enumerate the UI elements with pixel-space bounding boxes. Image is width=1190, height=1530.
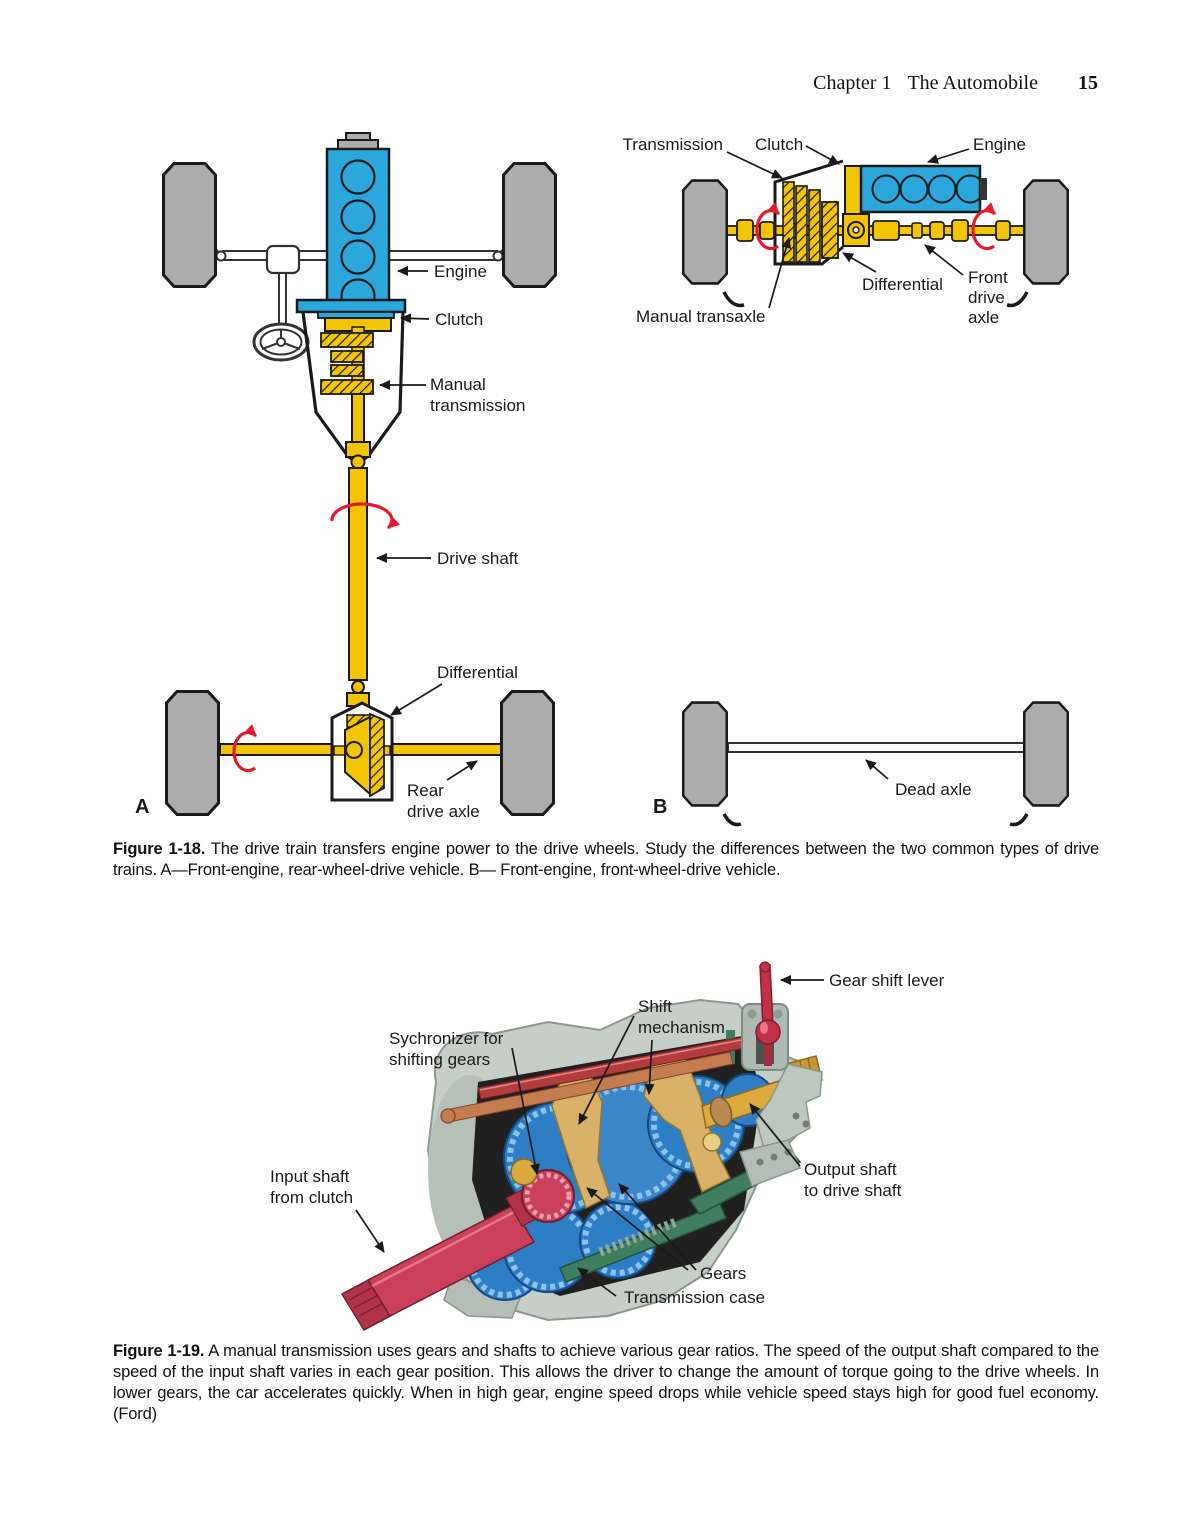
- label-clutch-a: Clutch: [435, 310, 483, 329]
- figure-1-18-drive-train-diagram: Engine Clutch Manual transmission Drive …: [135, 132, 1069, 827]
- steering-arm-right: [1006, 291, 1029, 308]
- label-differential-a: Differential: [437, 663, 518, 682]
- input-shaft: [340, 1158, 575, 1331]
- shift-rails: [440, 1033, 762, 1124]
- input-gear: [521, 1169, 575, 1223]
- label-shift-mechanism-1: Shift: [638, 997, 672, 1016]
- steering-wheel: [252, 322, 310, 362]
- rear-axle-left: [219, 743, 333, 756]
- label-dead-axle: Dead axle: [895, 780, 972, 799]
- label-rear-drive-axle-2: drive axle: [407, 802, 480, 821]
- front-right-wheel: [502, 162, 557, 288]
- label-gear-shift-lever: Gear shift lever: [829, 971, 945, 990]
- rear-right-wheel-b: [1023, 701, 1069, 807]
- figure-1-19-caption: Figure 1-19. A manual transmission uses …: [113, 1341, 1099, 1425]
- panel-a-letter: A: [135, 796, 149, 818]
- cv-joints: [736, 219, 1011, 242]
- label-transmission-case: Transmission case: [624, 1288, 765, 1307]
- label-synchronizer-1: Sychronizer for: [389, 1029, 504, 1048]
- page-header: Chapter 1 The Automobile 15: [813, 72, 1098, 95]
- cylinder-1: [340, 159, 376, 195]
- chapter-title: The Automobile: [907, 72, 1038, 94]
- cylinder-2: [340, 199, 376, 235]
- small-gold-gear: [510, 1158, 538, 1186]
- label-rear-drive-axle-1: Rear: [407, 781, 444, 800]
- figure-1-19-labels: Gear shift lever Shift mechanism Sychron…: [270, 971, 945, 1307]
- label-shift-mechanism-2: mechanism: [638, 1018, 725, 1037]
- engine-block-b: [859, 164, 987, 214]
- rotation-arrow-right-axle: [971, 202, 997, 251]
- rear-arm-left: [722, 813, 742, 827]
- front-left-wheel-b: [682, 179, 728, 285]
- label-manual-transaxle: Manual transaxle: [636, 307, 765, 326]
- drive-shaft: [345, 393, 371, 719]
- front-left-wheel: [162, 162, 217, 288]
- transmission-illustration: [340, 961, 823, 1331]
- figure-1-18-caption: Figure 1-18. The drive train transfers e…: [113, 839, 1099, 881]
- label-output-shaft-2: to drive shaft: [804, 1181, 902, 1200]
- label-front-drive-axle-1: Front: [968, 268, 1008, 287]
- label-manual-transmission-2: transmission: [430, 396, 525, 415]
- differential-assembly: [330, 701, 394, 802]
- label-transmission-b: Transmission: [623, 135, 723, 154]
- tie-rod-joint-left: [215, 250, 227, 262]
- gear-shift-lever: [755, 961, 781, 1066]
- label-engine-b: Engine: [973, 135, 1026, 154]
- rear-arm-right: [1009, 813, 1029, 827]
- tie-rod-joint-right: [492, 250, 504, 262]
- shift-forks: [551, 1053, 732, 1210]
- page-number: 15: [1078, 72, 1098, 94]
- panel-b-front-wheel-drive: Transmission Clutch Engine Differential …: [623, 135, 1069, 827]
- transaxle-transmission-gears: [782, 181, 821, 263]
- engine-end-bracket: [980, 178, 987, 200]
- steering-box: [265, 244, 301, 275]
- panel-b-letter: B: [653, 796, 667, 818]
- label-front-drive-axle-2: drive: [968, 288, 1005, 307]
- rotation-arrow-drive-shaft: [330, 502, 401, 530]
- label-differential-b: Differential: [862, 275, 943, 294]
- label-drive-shaft: Drive shaft: [437, 549, 519, 568]
- steering-arm-left: [722, 291, 745, 308]
- label-clutch-b: Clutch: [755, 135, 803, 154]
- caption-1-19-lead: Figure 1-19.: [113, 1342, 205, 1360]
- rotation-arrow-left-axle: [755, 202, 781, 251]
- rear-left-wheel-b: [682, 701, 728, 807]
- rotation-arrow-rear-axle: [232, 724, 258, 773]
- rear-left-wheel: [165, 690, 220, 816]
- cylinder-3: [340, 239, 376, 275]
- fork-bolt: [702, 1132, 722, 1152]
- label-manual-transmission-1: Manual: [430, 375, 486, 394]
- engine-block: [295, 132, 407, 319]
- figure-1-19-transmission-cutaway: Gear shift lever Shift mechanism Sychron…: [270, 961, 945, 1331]
- ring-gear: [369, 712, 385, 798]
- caption-1-18-text: The drive train transfers engine power t…: [113, 840, 1100, 879]
- clutch-plate-b: [844, 165, 862, 215]
- label-synchronizer-2: shifting gears: [389, 1050, 490, 1069]
- label-input-shaft-1: Input shaft: [270, 1167, 350, 1186]
- rear-axle-right: [391, 743, 504, 756]
- label-front-drive-axle-3: axle: [968, 308, 999, 327]
- label-engine-a: Engine: [434, 262, 487, 281]
- steering-column: [278, 272, 287, 330]
- extension-housing: [739, 1063, 823, 1187]
- caption-1-18-lead: Figure 1-18.: [113, 840, 206, 858]
- rear-right-wheel: [500, 690, 555, 816]
- caption-1-19-text: A manual transmission uses gears and sha…: [113, 1342, 1099, 1423]
- dead-axle-beam: [727, 742, 1025, 753]
- chapter-number: Chapter 1: [813, 72, 892, 94]
- output-collar: [709, 1096, 733, 1128]
- lever-ball-joint: [755, 1019, 781, 1045]
- panel-a-rear-wheel-drive: Engine Clutch Manual transmission Drive …: [135, 132, 557, 821]
- manual-transmission-gears: [320, 326, 374, 395]
- label-gears: Gears: [700, 1264, 746, 1283]
- label-input-shaft-2: from clutch: [270, 1188, 353, 1207]
- transaxle-differential-gear: [821, 201, 839, 259]
- differential-hub: [345, 741, 363, 759]
- label-output-shaft-1: Output shaft: [804, 1160, 897, 1179]
- bell-housing-outline: [301, 311, 405, 464]
- front-right-wheel-b: [1023, 179, 1069, 285]
